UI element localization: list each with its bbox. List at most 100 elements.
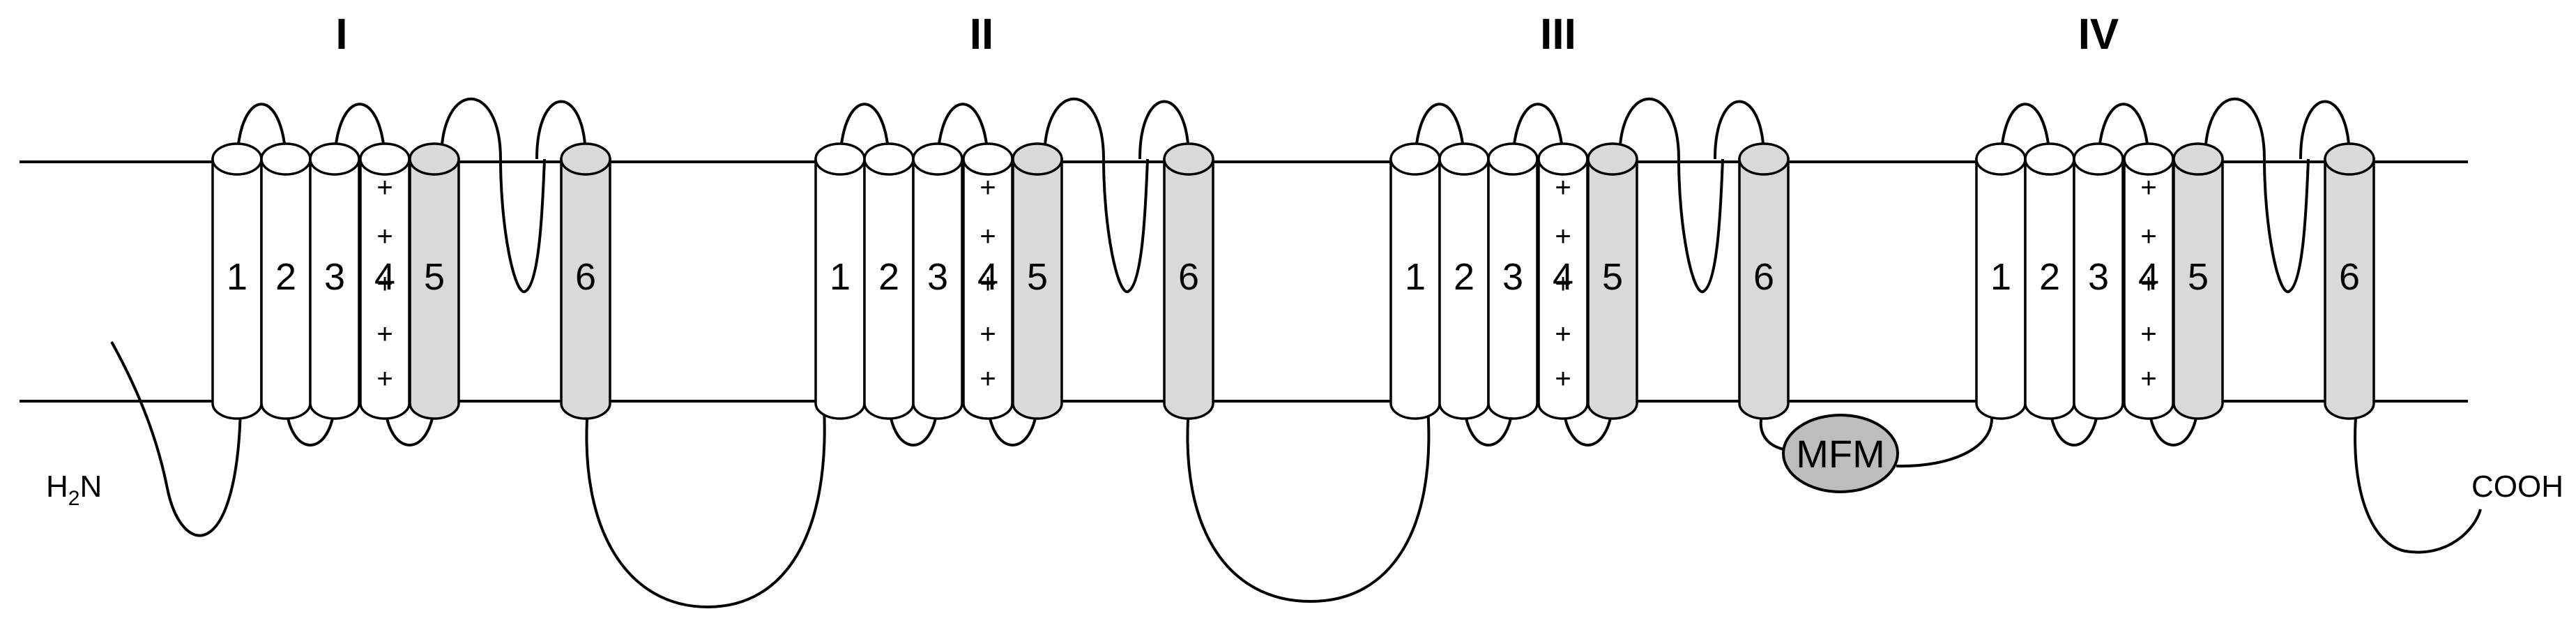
extracellular-loop [1414,103,1465,160]
helix-number: 2 [1454,256,1474,298]
linker-ii-iii [1186,407,1431,603]
charge-plus: + [2140,172,2156,203]
helix-number: 6 [1753,256,1774,298]
mfm-motif-ellipse [1782,414,1899,493]
extracellular-loop [1999,103,2051,160]
helix-number: 4 [374,256,395,298]
helix-s5: 5 [409,142,460,420]
helix-s4: 4 [359,142,411,420]
extracellular-loop [333,103,386,160]
helix-number: 3 [1502,256,1523,298]
extracellular-loop [936,103,989,160]
charge-plus: + [376,172,393,203]
extracellular-loop [440,97,546,294]
domain-label: I [335,10,347,59]
charge-plus: + [2140,269,2156,299]
helix-s2: 2 [1438,142,1490,420]
extracellular-loop [2299,100,2351,160]
charge-plus: + [2140,319,2156,350]
extracellular-loop [1618,97,1724,294]
charge-plus: + [376,363,393,394]
helix-number: 4 [2138,256,2159,298]
helix-s1: 1 [211,142,263,420]
helix-s2: 2 [2024,142,2075,420]
helix-s2: 2 [863,142,915,420]
c-terminus-tail [2354,407,2482,554]
n-terminus-tail [110,341,242,537]
charge-plus: + [980,363,996,394]
helix-s5: 5 [2172,142,2224,420]
helix-number: 5 [1602,256,1623,298]
domain-label: II [970,10,993,59]
helix-s6: 6 [1738,142,1790,420]
helix-number: 6 [1178,256,1199,298]
charge-plus: + [1555,221,1571,252]
helix-number: 5 [2188,256,2209,298]
extracellular-loop [1511,103,1564,160]
domain-label: III [1540,10,1576,59]
charge-plus: + [980,221,996,252]
charge-plus: + [1555,269,1571,299]
extracellular-loop [839,103,890,160]
c-terminus-label: COOH [2471,470,2563,504]
helix-number: 4 [977,256,998,298]
intracellular-loop [383,403,436,446]
helix-s1: 1 [1389,142,1441,420]
helix-number: 1 [1405,256,1426,298]
helix-number: 4 [1553,256,1573,298]
helix-s3: 3 [912,142,963,420]
charge-plus: + [376,319,393,350]
charge-plus: + [2140,363,2156,394]
charge-plus: + [2140,221,2156,252]
intracellular-loop [2048,403,2100,446]
helix-s1: 1 [1975,142,2027,420]
mfm-motif-label: MFM [1796,432,1885,476]
helix-s2: 2 [260,142,312,420]
helix-s6: 6 [560,142,611,420]
helix-s6: 6 [1163,142,1214,420]
helix-s5: 5 [1587,142,1638,420]
helix-number: 1 [227,256,247,298]
intracellular-loop [887,403,939,446]
extracellular-loop [1043,97,1149,294]
helix-s6: 6 [2324,142,2375,420]
helix-s3: 3 [2073,142,2124,420]
helix-number: 6 [2339,256,2360,298]
helix-number: 3 [2088,256,2109,298]
charge-plus: + [1555,363,1571,394]
helix-number: 3 [927,256,948,298]
charge-plus: + [376,269,393,299]
helix-number: 1 [1990,256,2011,298]
extracellular-loop [1138,100,1190,160]
helix-s4: 4 [2123,142,2174,420]
helix-number: 3 [324,256,345,298]
helix-s3: 3 [309,142,360,420]
helix-s5: 5 [1012,142,1063,420]
intracellular-loop [1463,403,1514,446]
intracellular-loop [986,403,1039,446]
domain-label: IV [2078,10,2119,59]
helix-number: 2 [275,256,296,298]
n-terminus-label: H2N [46,470,102,510]
charge-plus: + [980,319,996,350]
helix-number: 5 [424,256,445,298]
extracellular-loop [2204,97,2310,294]
charge-plus: + [980,172,996,203]
linker-i-ii [585,407,826,609]
intracellular-loop [284,403,336,446]
extracellular-loop [535,100,587,160]
charge-plus: + [1555,172,1571,203]
charge-plus: + [1555,319,1571,350]
helix-number: 1 [830,256,851,298]
helix-number: 5 [1027,256,1048,298]
helix-s1: 1 [814,142,866,420]
helix-number: 2 [878,256,899,298]
intracellular-loop [2147,403,2200,446]
helix-number: 2 [2039,256,2060,298]
